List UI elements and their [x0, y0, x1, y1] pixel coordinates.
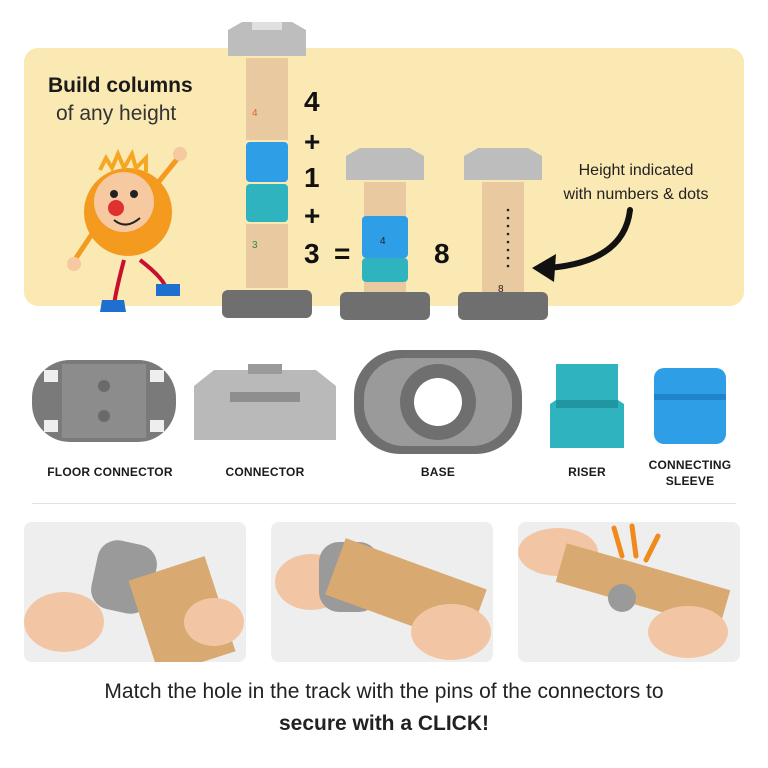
headline-bold: Build columns: [48, 74, 193, 97]
part-label-sleeve-line-2: SLEEVE: [665, 474, 715, 488]
assembled-column-middle: [340, 148, 430, 320]
headline-light: of any height: [56, 102, 177, 125]
post-mark-right: 8: [498, 284, 504, 295]
photo-step-3: [518, 522, 740, 662]
stacked-column: [222, 22, 312, 318]
part-label-floor-connector: FLOOR CONNECTOR: [47, 465, 173, 479]
post-mark-3: 3: [252, 240, 258, 251]
eq-number-b: 1: [304, 162, 320, 193]
assembled-column-right: [458, 148, 548, 320]
toy-character-figure: [67, 147, 187, 312]
part-label-base: BASE: [420, 465, 456, 479]
eq-result: 8: [434, 238, 450, 269]
connecting-sleeve-image: [654, 368, 726, 444]
floor-connector-image: [32, 360, 176, 442]
post-mark-4: 4: [252, 108, 258, 119]
part-label-riser: RISER: [568, 465, 606, 479]
post-mark-middle: 4: [380, 236, 386, 247]
base-image: [354, 350, 522, 454]
section-divider: [32, 503, 736, 504]
connector-image: [194, 364, 336, 440]
callout-line-2: with numbers & dots: [563, 186, 709, 203]
caption-regular: Match the hole in the track with the pin…: [104, 680, 664, 703]
caption-bold: secure with a CLICK!: [278, 712, 490, 735]
photo-step-1: [24, 522, 246, 662]
callout-line-1: Height indicated: [578, 162, 694, 179]
riser-image: [550, 364, 624, 448]
curved-arrow-icon: [532, 207, 633, 282]
eq-plus-1: +: [304, 126, 321, 157]
part-label-connector: CONNECTOR: [225, 465, 305, 479]
part-label-sleeve-line-1: CONNECTING: [648, 458, 732, 472]
eq-equals: =: [334, 238, 351, 269]
eq-number-a: 4: [304, 86, 320, 117]
eq-plus-2: +: [304, 200, 321, 231]
photo-step-2: [271, 522, 493, 662]
caption-text: Match the hole in the track with the pin…: [104, 676, 664, 740]
eq-number-c: 3: [304, 238, 320, 269]
caption: Match the hole in the track with the pin…: [0, 676, 768, 740]
